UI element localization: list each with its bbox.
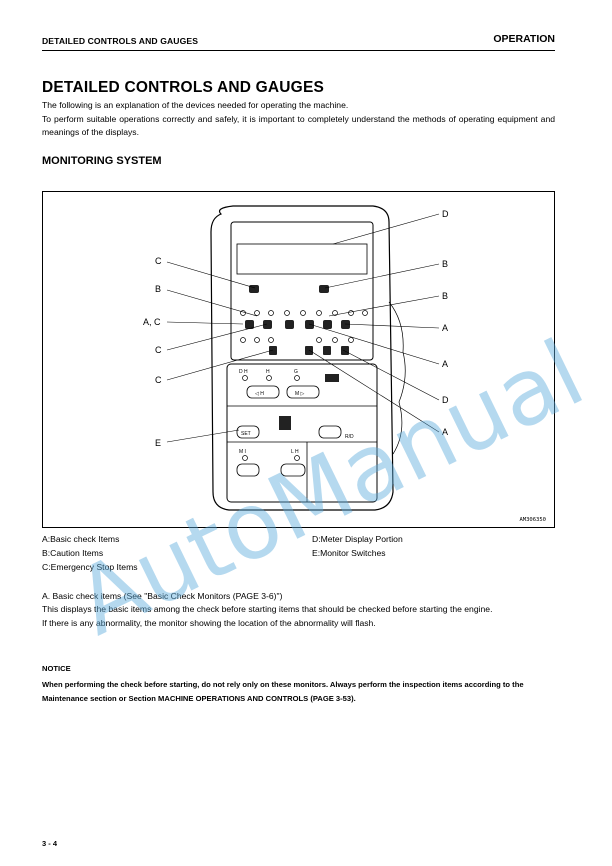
button-mh-label: M ▷ (295, 391, 305, 397)
label-h: H (266, 369, 270, 375)
label-li: L H (291, 449, 299, 455)
page-header-section: DETAILED CONTROLS AND GAUGES (42, 36, 199, 46)
callout-b-1: B (155, 284, 161, 294)
callout-b-2: B (442, 259, 448, 269)
page-header-chapter: OPERATION (493, 33, 555, 45)
label-mi: M I (239, 449, 246, 455)
intro-paragraph: The following is an explanation of the d… (42, 99, 555, 140)
section-a-heading: A. Basic check items (See "Basic Check M… (42, 591, 283, 601)
intro-line-1: The following is an explanation of the d… (42, 100, 349, 110)
label-dh: D H (239, 369, 248, 375)
section-subtitle: MONITORING SYSTEM (42, 155, 162, 167)
callout-d-1: D (442, 209, 449, 219)
callout-leaders (166, 213, 440, 443)
notice-text: When performing the check before startin… (42, 680, 524, 703)
page-title: DETAILED CONTROLS AND GAUGES (42, 79, 325, 96)
callout-d-2: D (442, 395, 449, 405)
legend-item-b: B:Caution Items (42, 548, 104, 559)
callout-b-3: B (442, 291, 448, 301)
legend-item-e: E:Monitor Switches (312, 548, 386, 559)
section-a-line-2: If there is any abnormality, the monitor… (42, 617, 376, 628)
section-a-line-1: This displays the basic items among the … (42, 604, 493, 614)
label-rd: R/D (345, 434, 354, 440)
legend-left: A:Basic check Items B:Caution Items C:Em… (42, 532, 138, 575)
intro-line-2: To perform suitable operations correctly… (42, 113, 555, 138)
page-number: 3 - 4 (42, 839, 58, 848)
callout-a-2: A (442, 359, 448, 369)
header-rule (42, 50, 555, 51)
monitor-figure: C B A, C C C E D B B A A D A D H H G ◁ H… (42, 191, 555, 528)
legend-item-c: C:Emergency Stop Items (42, 562, 138, 573)
callout-c-2: C (155, 345, 162, 355)
callout-c-3: C (155, 375, 162, 385)
legend-item-d: D:Meter Display Portion (312, 534, 403, 544)
figure-id: AM306350 (519, 517, 547, 523)
monitor-diagram: C B A, C C C E D B B A A D A D H H G ◁ H… (143, 205, 449, 511)
callout-e: E (155, 438, 161, 448)
notice-title: NOTICE (42, 664, 71, 673)
callout-c-1: C (155, 256, 162, 266)
led-indicators (240, 310, 368, 461)
section-a-body: This displays the basic items among the … (42, 603, 555, 630)
legend-right: D:Meter Display Portion E:Monitor Switch… (312, 532, 403, 560)
callout-ac: A, C (143, 317, 161, 327)
button-set-label: SET (241, 431, 251, 437)
button-lh-label: ◁ H (255, 391, 264, 397)
callout-a-1: A (442, 323, 448, 333)
callout-a-3: A (442, 427, 448, 437)
warning-icons (245, 285, 350, 430)
legend-item-a: A:Basic check Items (42, 534, 120, 544)
label-g: G (294, 369, 298, 375)
